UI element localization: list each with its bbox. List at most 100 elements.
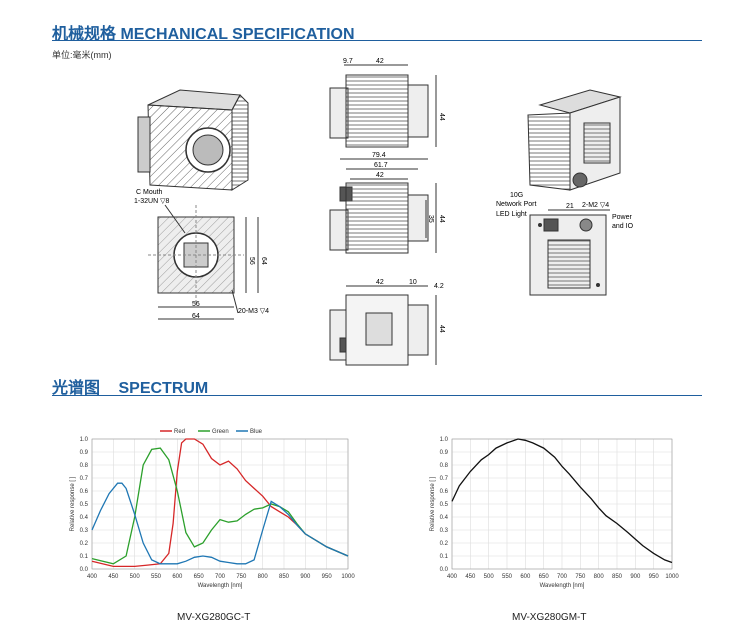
plot-frame [91,438,349,570]
y-tick-label: 0.8 [80,463,89,469]
spectrum-rule [52,395,702,396]
rear-dim-21: 21 [566,203,574,210]
x-tick-label: 750 [236,574,247,580]
y-tick-label: 0.4 [80,515,89,521]
y-tick-label: 0.2 [440,541,449,547]
y-tick-label: 0.7 [440,476,449,482]
x-tick-label: 650 [194,574,205,580]
side-view-top [329,64,437,148]
rear-network-port: Network Port [496,201,537,208]
y-tick-label: 0.0 [440,567,449,573]
y-tick-label: 0.1 [80,554,89,560]
y-tick-label: 0.0 [80,567,89,573]
mechanical-drawings: C Mouth 1-32UN ▽8 56 64 56 64 20-M3 ▽4 9… [134,58,634,366]
y-tick-label: 0.6 [440,489,449,495]
spectrum-title: 光谱图 SPECTRUM [52,374,208,398]
y-axis-label: Relative response [ ] [430,476,436,531]
mechanical-title-en: MECHANICAL SPECIFICATION [120,26,355,43]
bot-dim-c: 4.2 [434,283,444,290]
spectrum-title-en: SPECTRUM [118,380,209,397]
x-tick-label: 650 [539,574,550,580]
mechanical-title-cn: 机械规格 [52,26,117,43]
y-tick-label: 1.0 [80,437,89,443]
unit-label: 单位:毫米(mm) [52,50,112,60]
x-axis-label: Wavelength [nm] [540,583,585,589]
x-tick-label: 550 [502,574,513,580]
x-tick-label: 800 [594,574,605,580]
rear-led-light: LED Light [496,211,527,218]
mechanical-title: 机械规格 MECHANICAL SPECIFICATION [52,20,355,44]
x-tick-label: 850 [279,574,290,580]
mid-dim-d: 35 [427,215,434,223]
front-dim-56-h: 56 [192,301,200,308]
c-mouth-label: C Mouth [136,189,163,196]
spectrum-title-cn: 光谱图 [52,380,101,397]
x-tick-label: 600 [520,574,531,580]
top-dim-c: 44 [438,113,445,121]
x-tick-label: 1000 [341,574,355,580]
x-tick-label: 950 [322,574,333,580]
y-tick-label: 0.2 [80,541,89,547]
x-tick-label: 500 [130,574,141,580]
bot-dim-b: 10 [409,279,417,286]
rear-holes: 2-M2 ▽4 [582,202,609,209]
front-dim-64-h: 64 [192,313,200,320]
x-tick-label: 1000 [665,574,679,580]
x-tick-label: 500 [484,574,495,580]
legend-label-green: Green [212,429,229,435]
caption-left: MV-XG280GC-T [177,612,251,623]
series-line-green [91,447,349,565]
y-tick-label: 0.5 [440,502,449,508]
y-tick-label: 0.7 [80,476,89,482]
iso-camera-rear [527,89,622,191]
x-tick-label: 700 [215,574,226,580]
x-tick-label: 600 [172,574,183,580]
front-dim-64-v: 64 [260,257,267,265]
side-view-mid [329,158,437,254]
series-line-red [91,438,349,568]
x-tick-label: 400 [87,574,98,580]
x-tick-label: 900 [630,574,641,580]
top-dim-a: 9.7 [343,58,353,65]
y-tick-label: 0.5 [80,502,89,508]
y-tick-label: 0.1 [440,554,449,560]
rear-network-10g: 10G [510,192,523,199]
mechanical-rule [52,40,702,41]
x-tick-label: 450 [465,574,476,580]
bot-dim-a: 42 [376,279,384,286]
mid-dim-c: 42 [376,172,384,179]
y-axis-label: Relative response [ ] [70,476,76,531]
legend-label-blue: Blue [250,429,263,435]
y-tick-label: 0.9 [440,450,449,456]
x-axis-label: Wavelength [nm] [198,583,243,589]
rear-power-io: and IO [612,223,634,230]
mid-dim-e: 44 [438,215,445,223]
mid-dim-a: 79.4 [372,152,386,159]
c-thread-label: 1-32UN ▽8 [134,198,169,205]
x-tick-label: 450 [108,574,119,580]
x-tick-label: 800 [258,574,269,580]
front-view [148,204,259,320]
series-line-blue [91,482,349,565]
series-line [451,438,673,564]
y-tick-label: 0.3 [440,528,449,534]
bot-dim-d: 44 [438,325,445,333]
y-tick-label: 0.3 [80,528,89,534]
x-tick-label: 550 [151,574,162,580]
x-tick-label: 850 [612,574,623,580]
plot-frame [451,438,673,570]
x-tick-label: 700 [557,574,568,580]
y-tick-label: 1.0 [440,437,449,443]
x-tick-label: 750 [575,574,586,580]
legend-label-red: Red [174,429,185,435]
y-tick-label: 0.4 [440,515,449,521]
rear-view [529,209,610,296]
rear-power: Power [612,214,633,221]
mid-dim-b: 61.7 [374,162,388,169]
front-dim-56-v: 56 [248,257,255,265]
y-tick-label: 0.9 [80,450,89,456]
iso-camera-front [137,89,249,191]
top-dim-b: 42 [376,58,384,65]
y-tick-label: 0.8 [440,463,449,469]
